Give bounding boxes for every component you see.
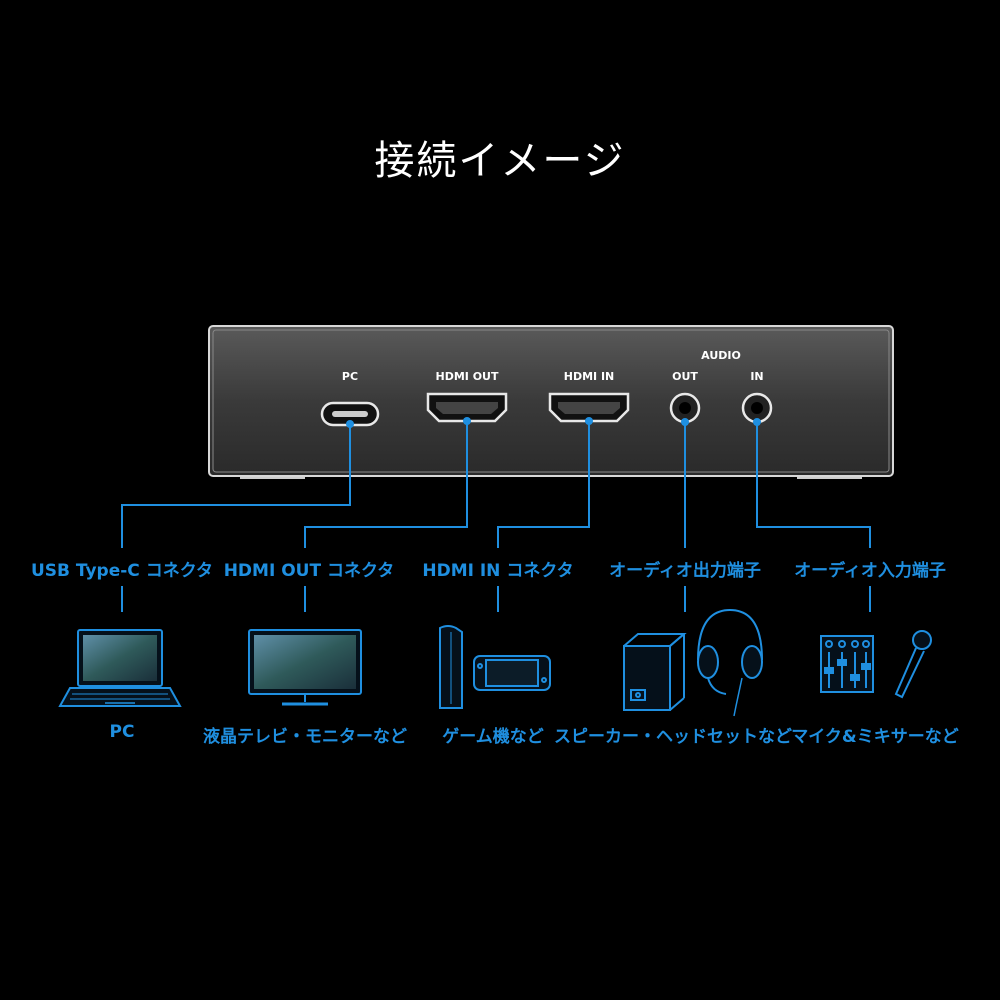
port-label-hdmi-out: HDMI OUT (436, 370, 499, 383)
port-label-audio-in: IN (750, 370, 763, 383)
port-label-audio-out: OUT (672, 370, 698, 383)
dot-hdmi-in (585, 417, 593, 425)
connector-label-hdmi-out: HDMI OUT コネクタ (223, 561, 395, 581)
line-hdmi-in (497, 421, 590, 548)
capture-device: PC HDMI OUT HDMI IN AUDIO OUT IN (208, 325, 894, 479)
line-audio-in (756, 422, 871, 548)
dot-usb-c (346, 420, 354, 428)
game-console-icon (439, 625, 551, 709)
port-label-pc: PC (342, 370, 358, 383)
device-label-pc: PC (109, 722, 135, 742)
mic-mixer-icon (820, 630, 932, 699)
line-usb-c (121, 424, 351, 548)
device-inner-edge (212, 329, 890, 473)
monitor-icon (248, 629, 362, 706)
page-title: 接続イメージ (374, 138, 626, 184)
connector-label-audio-out: オーディオ出力端子 (609, 561, 761, 581)
device-label-console: ゲーム機など (442, 727, 544, 747)
connector-dots (346, 417, 761, 428)
dot-audio-in (753, 418, 761, 426)
dot-audio-out (681, 418, 689, 426)
laptop-icon (58, 629, 182, 707)
port-label-hdmi-in: HDMI IN (564, 370, 615, 383)
device-label-monitor: 液晶テレビ・モニターなど (203, 727, 407, 747)
connector-label-usb-c: USB Type-C コネクタ (30, 561, 214, 581)
device-label-mic-mixer: マイク&ミキサーなど (791, 727, 959, 747)
dot-hdmi-out (463, 417, 471, 425)
line-hdmi-out (304, 421, 468, 548)
audio-in-hole (751, 402, 763, 414)
audio-out-hole (679, 402, 691, 414)
connector-label-hdmi-in: HDMI IN コネクタ (422, 561, 574, 581)
hdmi-in-inner (558, 402, 620, 414)
hdmi-out-inner (436, 402, 498, 414)
device-label-speaker-headset: スピーカー・ヘッドセットなど (554, 727, 792, 747)
usb-c-tongue (332, 411, 368, 417)
speaker-headset-icon (623, 608, 763, 717)
connector-label-audio-in: オーディオ入力端子 (794, 561, 946, 581)
port-label-audio: AUDIO (701, 349, 741, 362)
connector-lines (121, 421, 871, 612)
